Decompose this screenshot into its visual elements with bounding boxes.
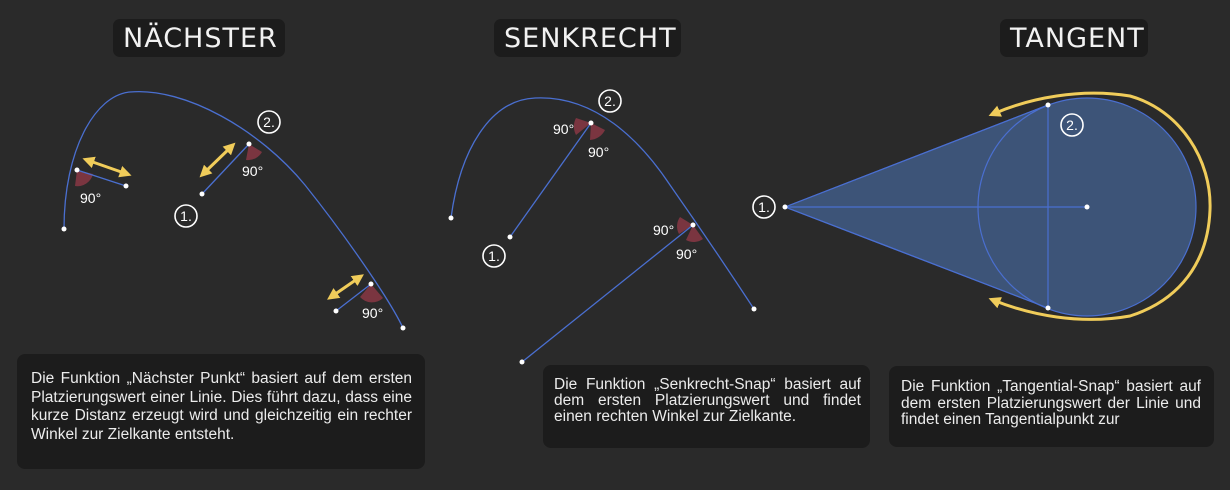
snap-line xyxy=(509,122,592,238)
point xyxy=(588,120,594,126)
point xyxy=(690,222,696,228)
right-angle-marker xyxy=(677,217,693,234)
snap-line xyxy=(521,224,694,363)
point xyxy=(333,308,339,314)
angle-label: 90° xyxy=(242,163,263,179)
step-marker-1 xyxy=(752,195,776,219)
target-curve xyxy=(450,97,755,310)
title-tangent: TANGENT xyxy=(1000,19,1148,57)
point xyxy=(1045,305,1051,311)
right-angle-marker xyxy=(590,123,605,140)
point xyxy=(199,191,205,197)
angle-label: 90° xyxy=(676,246,697,262)
panel-naechster-diagram: 90° 90° 90° 1. 2. xyxy=(61,90,406,331)
point xyxy=(448,215,454,221)
point xyxy=(751,306,757,312)
step-marker-2 xyxy=(1060,113,1084,137)
angle-label: 90° xyxy=(588,144,609,160)
description-naechster: Die Funktion „Nächster Punkt“ basiert au… xyxy=(17,354,425,469)
point xyxy=(782,204,788,210)
step-label: 2. xyxy=(604,93,616,109)
step-marker-1 xyxy=(174,204,198,228)
point xyxy=(123,183,129,189)
point xyxy=(368,281,374,287)
step-label: 2. xyxy=(1066,117,1078,133)
point xyxy=(1045,102,1051,108)
target-curve xyxy=(63,90,404,329)
point xyxy=(74,167,80,173)
right-angle-marker xyxy=(360,284,383,303)
point xyxy=(1084,204,1090,210)
right-angle-marker xyxy=(686,225,703,242)
step-label: 2. xyxy=(263,114,275,130)
point xyxy=(61,226,67,232)
step-marker-2 xyxy=(257,110,281,134)
right-angle-marker xyxy=(246,144,262,161)
angle-label: 90° xyxy=(80,190,101,206)
point xyxy=(507,234,513,240)
distance-arrow xyxy=(327,274,364,300)
tangent-arc-arrow xyxy=(988,91,1212,321)
step-marker-2 xyxy=(598,89,622,113)
panel-tangent-diagram: 1. 2. xyxy=(752,91,1212,321)
step-label: 1. xyxy=(758,199,770,215)
point xyxy=(400,325,406,331)
title-senkrecht: SENKRECHT xyxy=(494,19,681,57)
distance-arrow xyxy=(199,142,236,178)
point xyxy=(519,359,525,365)
tangent-line xyxy=(784,104,1049,208)
panel-senkrecht-diagram: 90° 90° 90° 90° 1. 2. xyxy=(448,89,757,365)
description-senkrecht: Die Funktion „Senkrecht-Snap“ basiert au… xyxy=(543,365,870,448)
point xyxy=(246,141,252,147)
distance-arrow xyxy=(82,156,132,178)
right-angle-marker xyxy=(573,118,591,135)
step-label: 1. xyxy=(180,208,192,224)
angle-label: 90° xyxy=(362,305,383,321)
angle-label: 90° xyxy=(653,222,674,238)
angle-label: 90° xyxy=(553,121,574,137)
title-naechster: NÄCHSTER xyxy=(113,19,285,57)
tangent-line xyxy=(784,206,1049,309)
step-marker-1 xyxy=(482,244,506,268)
step-label: 1. xyxy=(488,248,500,264)
description-tangent: Die Funktion „Tangential-Snap“ basiert a… xyxy=(889,366,1214,447)
